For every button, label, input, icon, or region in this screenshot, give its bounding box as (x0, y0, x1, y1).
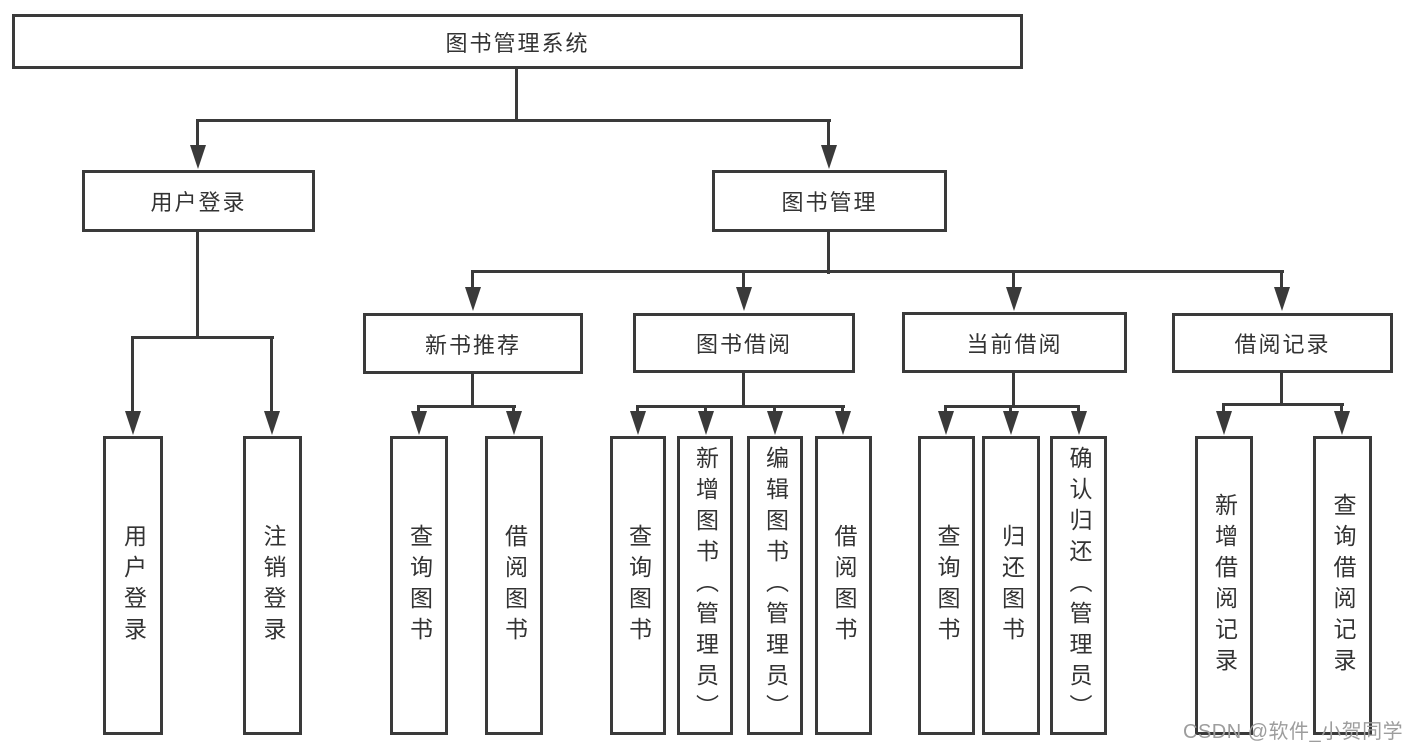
conn-bookborrowing-stem (742, 373, 745, 408)
arrowhead-current-borrowing (1006, 287, 1022, 311)
leaf-user-login: 用户登录 (103, 436, 163, 735)
leaf-user-login-label: 用户登录 (120, 523, 147, 648)
leaf-return-books-label: 归还图书 (998, 523, 1025, 648)
leaf-query-books-current: 查询图书 (918, 436, 975, 735)
leaf-add-book-admin-label: 新增图书（管理员） (692, 446, 719, 725)
node-book-borrowing-label: 图书借阅 (695, 332, 792, 357)
node-current-borrowing: 当前借阅 (902, 312, 1127, 373)
leaf-borrow-books-borrowing-label: 借阅图书 (831, 523, 857, 648)
arrowhead-new-book-recommend (465, 287, 481, 311)
conn-newbook-shaft (471, 270, 474, 290)
leaf-borrow-books-borrowing: 借阅图书 (815, 436, 872, 735)
conn-root-bar (197, 119, 831, 122)
conn-bookborrowing-bar (637, 405, 845, 408)
arrowhead-leaf-add-book-admin (698, 411, 714, 435)
leaf-query-books-borrowing-label: 查询图书 (625, 523, 652, 648)
conn-leaf-queryrecord-shaft (1340, 403, 1343, 417)
arrowhead-leaf-user-login (125, 411, 141, 435)
leaf-query-books-recommend: 查询图书 (390, 436, 448, 735)
leaf-add-book-admin: 新增图书（管理员） (677, 436, 733, 735)
leaf-logout: 注销登录 (243, 436, 302, 735)
node-new-book-recommend-label: 新书推荐 (424, 332, 521, 358)
arrowhead-user-login (190, 145, 206, 169)
leaf-add-borrow-record: 新增借阅记录 (1195, 436, 1253, 735)
conn-newbook-bar (418, 405, 516, 408)
arrowhead-borrowing-records (1274, 287, 1290, 311)
arrowhead-leaf-query-books-recommend (411, 411, 427, 435)
arrowhead-leaf-borrow-books-borrowing (835, 411, 851, 435)
node-root-label: 图书管理系统 (445, 30, 590, 56)
arrowhead-leaf-borrow-books-recommend (506, 411, 522, 435)
conn-userlogin-bar (132, 336, 274, 339)
leaf-return-books: 归还图书 (982, 436, 1040, 735)
conn-currentborrow-shaft (1012, 270, 1015, 290)
csdn-watermark: CSDN @软件_小贺同学 (1183, 721, 1404, 743)
conn-bookborrow-shaft (742, 270, 745, 290)
arrowhead-leaf-confirm-return-admin (1071, 411, 1087, 435)
arrowhead-leaf-edit-book-admin (767, 411, 783, 435)
node-user-login-label: 用户登录 (150, 190, 247, 215)
conn-borrowingrecords-bar (1223, 403, 1344, 406)
conn-bookmgmt-bar (472, 270, 1284, 273)
leaf-query-books-borrowing: 查询图书 (610, 436, 666, 735)
conn-leaf-logout-shaft (270, 336, 273, 416)
node-book-borrowing: 图书借阅 (633, 313, 855, 373)
leaf-query-books-current-label: 查询图书 (934, 523, 960, 648)
leaf-logout-label: 注销登录 (260, 523, 286, 648)
leaf-query-borrow-record: 查询借阅记录 (1313, 436, 1372, 735)
leaf-borrow-books-recommend-label: 借阅图书 (501, 523, 528, 648)
leaf-add-borrow-record-label: 新增借阅记录 (1211, 492, 1238, 679)
conn-leaf-userlogin-shaft (131, 336, 134, 416)
node-borrowing-records: 借阅记录 (1172, 313, 1393, 373)
arrowhead-leaf-return-books (1003, 411, 1019, 435)
conn-leaf-addrecord-shaft (1222, 403, 1225, 417)
conn-currentborrowing-bar (945, 405, 1080, 408)
leaf-query-books-recommend-label: 查询图书 (406, 523, 433, 648)
conn-newbook-stem (471, 374, 474, 408)
arrowhead-leaf-query-books-borrowing (630, 411, 646, 435)
leaf-edit-book-admin: 编辑图书（管理员） (747, 436, 803, 735)
arrowhead-leaf-logout (264, 411, 280, 435)
conn-root-stem (515, 69, 518, 122)
leaf-borrow-books-recommend: 借阅图书 (485, 436, 543, 735)
arrowhead-leaf-query-borrow-record (1334, 411, 1350, 435)
node-book-management-label: 图书管理 (781, 190, 878, 215)
conn-userlogin-stem (196, 232, 199, 339)
conn-book-management-shaft (827, 119, 830, 149)
arrowhead-book-borrowing (736, 287, 752, 311)
arrowhead-book-management (821, 145, 837, 169)
conn-currentborrowing-stem (1012, 373, 1015, 408)
node-current-borrowing-label: 当前借阅 (966, 331, 1063, 357)
conn-borrowingrecords-stem (1280, 373, 1283, 406)
leaf-edit-book-admin-label: 编辑图书（管理员） (762, 446, 789, 725)
arrowhead-leaf-add-borrow-record (1216, 411, 1232, 435)
arrowhead-leaf-query-books-current (938, 411, 954, 435)
conn-user-login-shaft (196, 119, 199, 149)
conn-bookmgmt-stem (827, 232, 830, 274)
conn-borrowrecords-shaft (1280, 270, 1283, 290)
node-new-book-recommend: 新书推荐 (363, 313, 583, 374)
node-root: 图书管理系统 (12, 14, 1023, 69)
leaf-confirm-return-admin: 确认归还（管理员） (1050, 436, 1107, 735)
leaf-query-borrow-record-label: 查询借阅记录 (1330, 492, 1356, 679)
node-book-management: 图书管理 (712, 170, 947, 232)
leaf-confirm-return-admin-label: 确认归还（管理员） (1066, 446, 1092, 725)
node-borrowing-records-label: 借阅记录 (1234, 332, 1331, 357)
node-user-login: 用户登录 (82, 170, 315, 232)
